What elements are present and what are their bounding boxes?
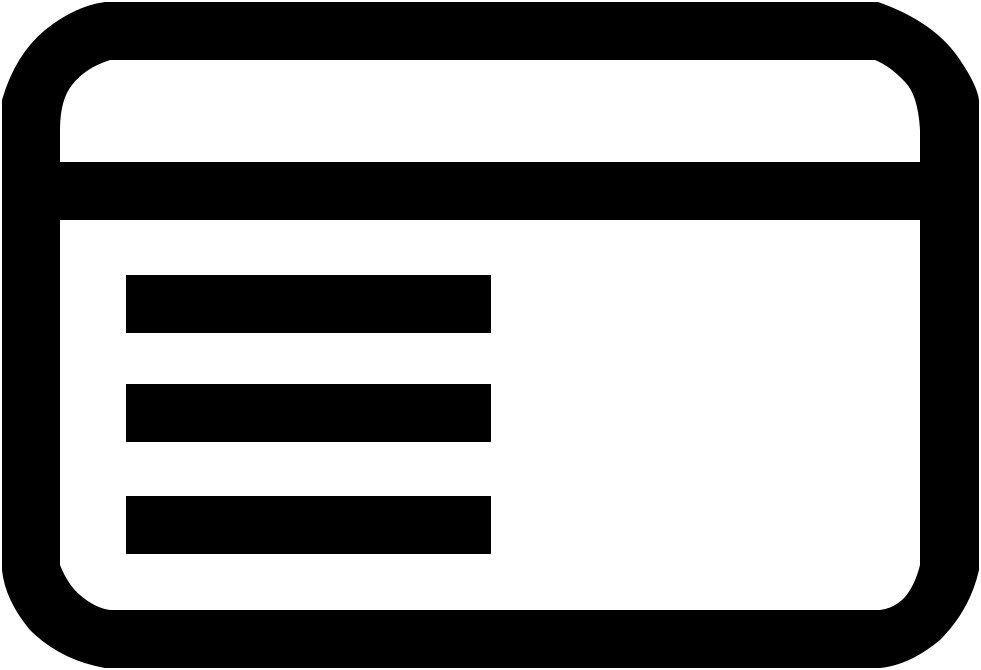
text-line-2 xyxy=(126,384,491,442)
text-line-3 xyxy=(126,496,491,554)
text-line-1 xyxy=(126,275,491,333)
